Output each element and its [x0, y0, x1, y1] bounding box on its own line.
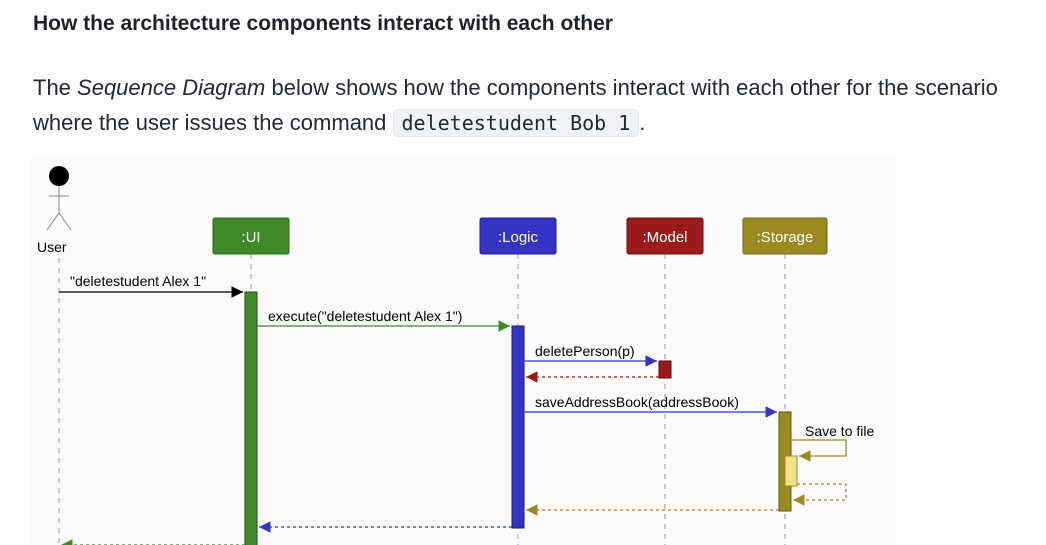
sequence-diagram: User :UI :Logic :Model :Storage "deletes…: [30, 158, 896, 545]
participant-model: :Model: [626, 217, 704, 255]
intro-paragraph: The Sequence Diagram below shows how the…: [33, 70, 1023, 141]
participant-storage-box: [742, 217, 828, 255]
participant-ui: :UI: [212, 217, 290, 255]
section-heading: How the architecture components interact…: [33, 12, 613, 35]
participant-storage: :Storage: [742, 217, 828, 255]
self-call-save-to-file-label: Save to file: [805, 423, 874, 439]
message-ui-to-logic-label: execute("deletestudent Alex 1"): [268, 308, 462, 324]
participant-logic: :Logic: [479, 217, 557, 255]
message-logic-to-storage: saveAddressBook(addressBook): [524, 394, 777, 418]
participant-ui-box: [212, 217, 290, 255]
actor-right-leg: [58, 212, 72, 231]
actor-head: [49, 166, 69, 186]
self-call-save-to-file-arrow: [791, 439, 847, 462]
intro-emphasis: Sequence Diagram: [77, 75, 266, 100]
participant-model-label: :Model: [642, 229, 687, 246]
actor-left-leg: [46, 212, 60, 231]
self-return-storage-arrow: [793, 483, 847, 506]
actor-label: User: [37, 239, 67, 255]
storage-nested-activation-bar: [784, 455, 798, 487]
message-logic-to-model: deletePerson(p): [524, 343, 657, 367]
intro-text-middle: below shows how the components interact …: [33, 75, 998, 135]
message-ui-to-logic: execute("deletestudent Alex 1"): [257, 308, 510, 332]
message-user-to-ui-label: "deletestudent Alex 1": [70, 273, 206, 289]
participant-model-box: [626, 217, 704, 255]
message-logic-to-storage-label: saveAddressBook(addressBook): [535, 394, 739, 410]
self-call-save-to-file: Save to file: [791, 423, 874, 462]
message-logic-to-model-label: deletePerson(p): [535, 343, 635, 359]
sequence-diagram-svg: User :UI :Logic :Model :Storage "deletes…: [37, 166, 874, 545]
participant-logic-box: [479, 217, 557, 255]
model-activation-bar: [658, 360, 672, 379]
participant-ui-label: :UI: [241, 229, 260, 246]
intro-text-end: .: [639, 110, 646, 135]
logic-activation-bar: [511, 325, 525, 529]
intro-text-start: The: [33, 75, 78, 100]
user-actor: User: [37, 166, 72, 255]
self-return-storage: [793, 483, 847, 506]
command-code: deletestudent Bob 1: [392, 109, 640, 137]
ui-activation-bar: [244, 291, 258, 545]
participant-logic-label: :Logic: [498, 229, 539, 246]
participant-storage-label: :Storage: [757, 229, 814, 246]
message-user-to-ui: "deletestudent Alex 1": [59, 273, 243, 298]
